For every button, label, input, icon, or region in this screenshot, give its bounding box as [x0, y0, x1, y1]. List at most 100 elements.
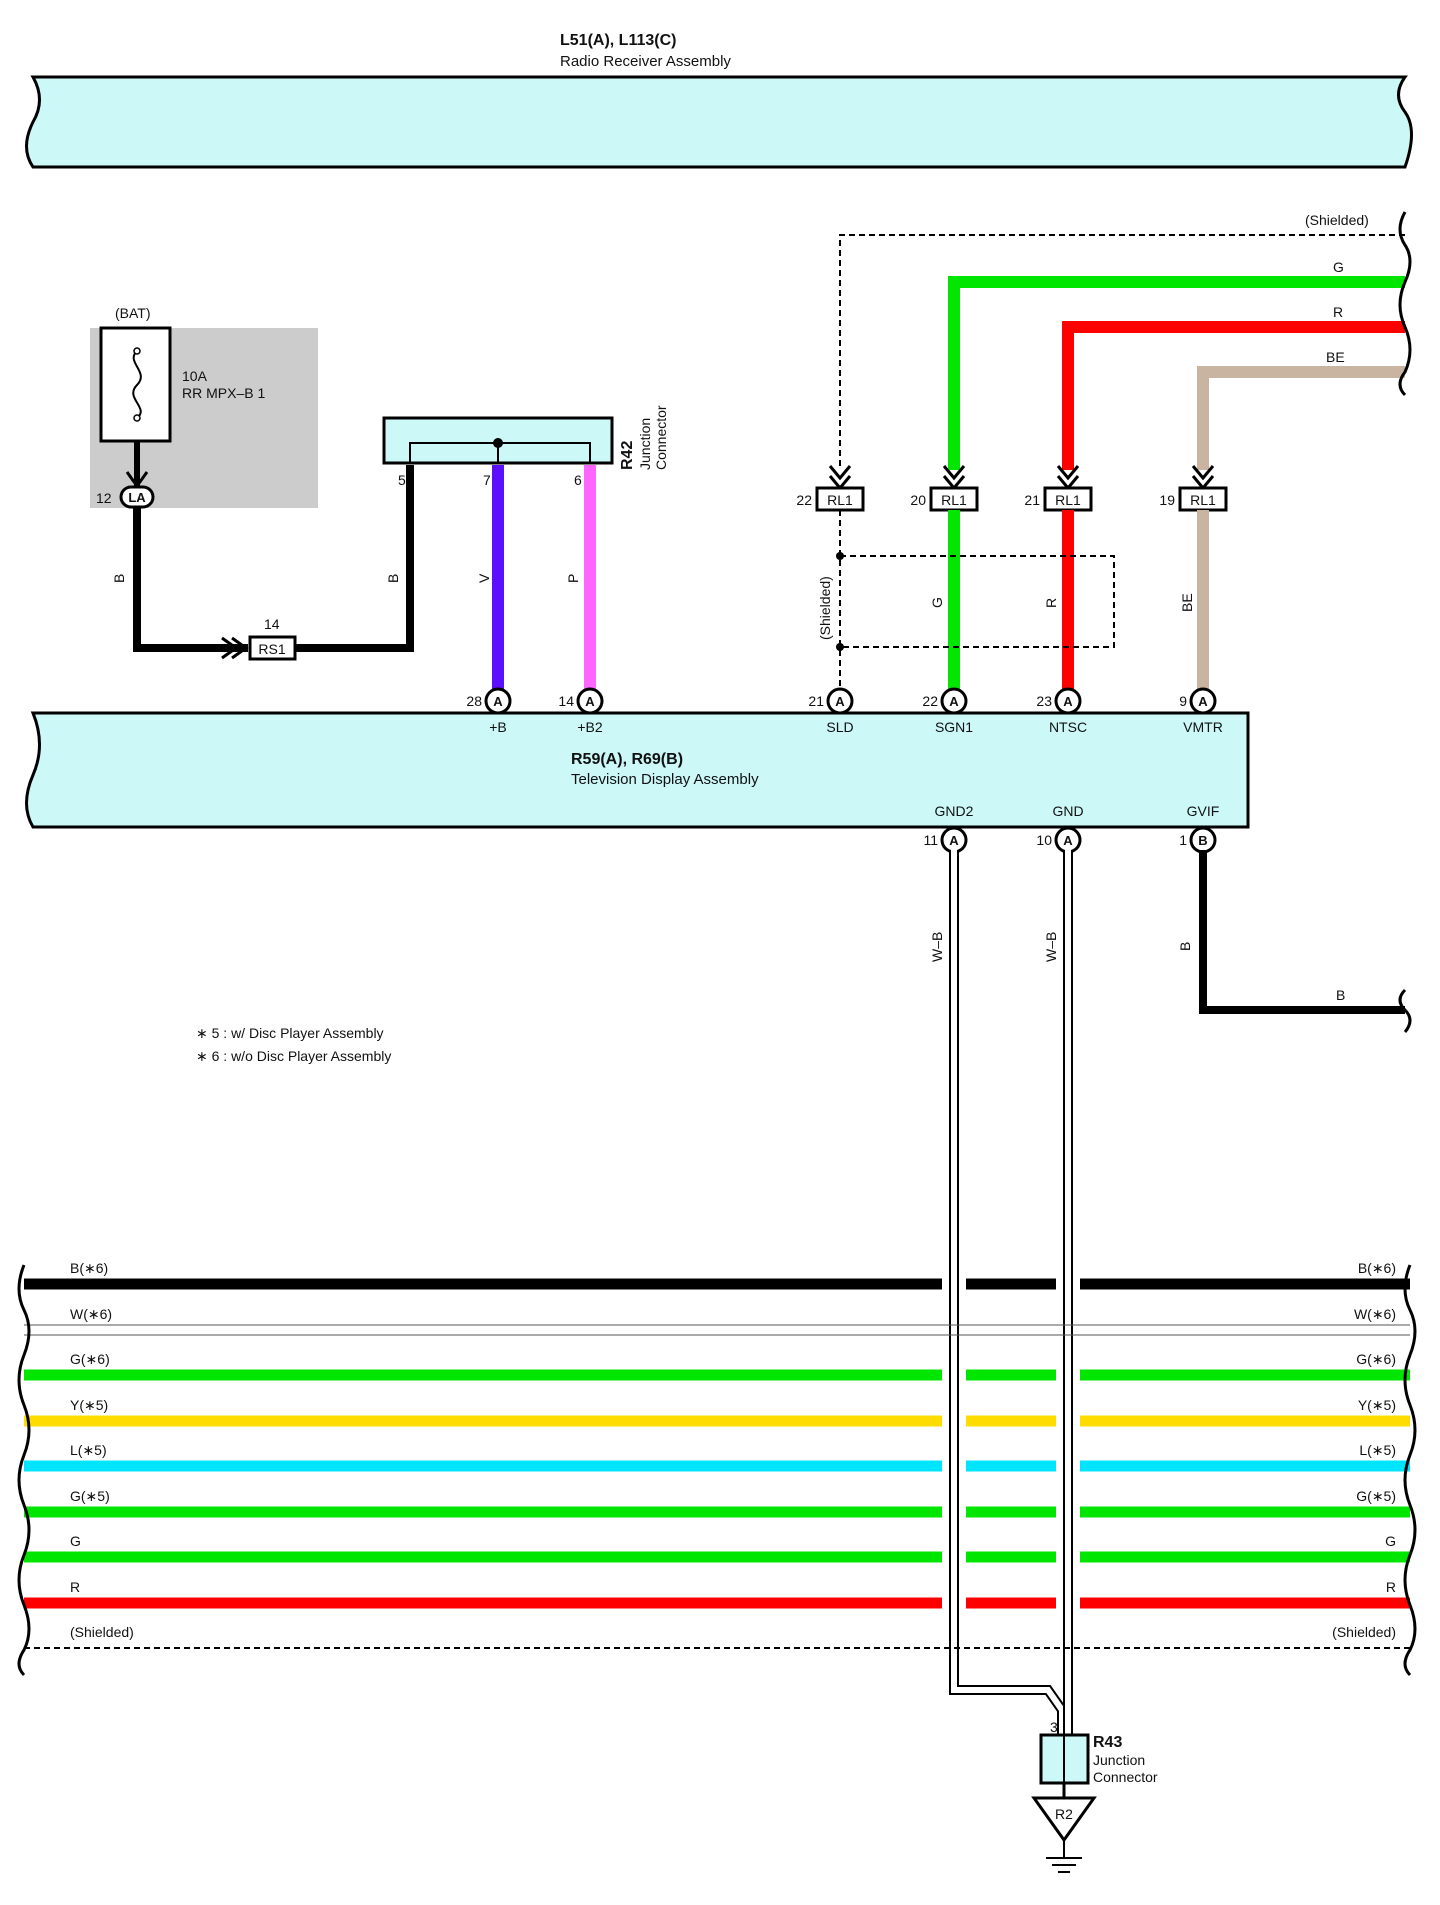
bus-wire-label-left: G(∗5): [70, 1488, 110, 1504]
r42-pin-7: 7: [483, 472, 491, 488]
rs1-arrow-icon: [221, 636, 249, 660]
fuse-icon: [132, 350, 142, 419]
rl1-connector-label: RL1: [1055, 492, 1081, 508]
bus-wire-label-right: W(∗6): [1354, 1306, 1396, 1322]
la-pin-number: 12: [96, 490, 112, 506]
r42-code: R42: [619, 441, 636, 470]
break-mark-bus-left: [17, 1264, 31, 1677]
wire-wb-gnd2-label: W–B: [929, 932, 945, 962]
r43-line2: Connector: [1093, 1769, 1158, 1785]
rl1-connector: RL1 21: [1024, 465, 1093, 512]
tv-top-pin-number: 28: [466, 693, 482, 709]
wire-p-label: P: [565, 574, 581, 583]
bus-wire: G(∗6) G(∗6): [24, 1351, 1410, 1381]
break-mark-gvif: [1398, 988, 1412, 1033]
wire-be-top: [1197, 366, 1405, 470]
r43-code: R43: [1093, 1734, 1122, 1751]
rl1-connector: RL1 20: [910, 465, 979, 512]
tv-top-pin-connector: A: [493, 694, 503, 709]
shielded-label-top: (Shielded): [1305, 212, 1369, 228]
wire-b-gvif-right-label: B: [1336, 987, 1345, 1003]
tv-name: Television Display Assembly: [571, 771, 759, 788]
bus-wire-label-left: W(∗6): [70, 1306, 112, 1322]
tv-bottom-pin-connector: A: [1063, 833, 1073, 848]
r42-line2: Connector: [653, 405, 669, 470]
bus-wire-label-right: G(∗6): [1356, 1351, 1396, 1367]
note-5: ∗ 5 : w/ Disc Player Assembly: [196, 1025, 384, 1041]
tv-top-pin-number: 9: [1179, 693, 1187, 709]
radio-name: Radio Receiver Assembly: [560, 53, 731, 70]
tv-bottom-pin-number: 11: [923, 832, 938, 848]
bus-wire: G(∗5)G(∗5): [24, 1488, 1410, 1518]
bus-wire-label-right: R: [1386, 1579, 1396, 1595]
wire-b-label-1: B: [111, 574, 127, 583]
note-6: ∗ 6 : w/o Disc Player Assembly: [196, 1048, 391, 1064]
wire-b-gvif: [1199, 850, 1405, 1014]
bus-wire-label-left: G(∗6): [70, 1351, 110, 1367]
tv-top-pin-connector: A: [949, 694, 959, 709]
tv-top-pin-connector: A: [1063, 694, 1073, 709]
radio-code: L51(A), L113(C): [560, 32, 676, 49]
wire-g-top: [948, 276, 1405, 470]
rl1-connector-label: RL1: [827, 492, 853, 508]
wire-g-top-label: G: [1333, 259, 1344, 275]
wire-b-label-2: B: [385, 574, 401, 583]
wire-g-mid-label: G: [929, 597, 945, 608]
tv-top-pin-number: 22: [922, 693, 938, 709]
wire-be-top-label: BE: [1326, 349, 1345, 365]
tv-assembly-box: [25, 711, 1250, 829]
rs1-connector-label: RS1: [258, 641, 285, 657]
bus-wire: Y(∗5) Y(∗5): [24, 1397, 1410, 1427]
bus-wire-label-right: G: [1385, 1533, 1396, 1549]
r42-pin-5: 5: [398, 472, 406, 488]
wire-bus: B(∗6)B(∗6)W(∗6)W(∗6)G(∗6)G(∗6)Y(∗5)Y(∗5)…: [24, 1260, 1410, 1649]
rl1-pin-number: 22: [796, 492, 812, 508]
wire-r-mid-label: R: [1043, 598, 1059, 608]
tv-top-terminal-name: +B: [489, 719, 507, 735]
ground-label: R2: [1055, 1806, 1073, 1822]
rl1-connector: RL1 22: [796, 465, 865, 512]
break-mark-bus-right: [1403, 1264, 1417, 1677]
fuse-box: [99, 326, 172, 443]
bus-wire-label-left: B(∗6): [70, 1260, 108, 1276]
wire-r-top-label: R: [1333, 304, 1343, 320]
tv-bottom-pin-connector: A: [949, 833, 959, 848]
rl1-pin-number: 20: [910, 492, 926, 508]
tv-top-pin: A14+B2: [558, 687, 604, 735]
wire-shielded-top: [839, 234, 1405, 470]
tv-top-pin-connector: A: [585, 694, 595, 709]
wire-be-mid-label: BE: [1179, 593, 1195, 612]
bus-wire: (Shielded)(Shielded): [24, 1624, 1410, 1649]
bus-wire-label-right: L(∗5): [1359, 1442, 1396, 1458]
tv-bottom-pin: A 11 GND2: [923, 803, 974, 854]
tv-top-pin-number: 21: [808, 693, 824, 709]
rl1-connector-label: RL1: [941, 492, 967, 508]
rl1-pin-number: 21: [1024, 492, 1040, 508]
bus-wire: B(∗6) B(∗6): [24, 1260, 1410, 1290]
bus-wire-label-right: Y(∗5): [1358, 1397, 1396, 1413]
tv-top-pin: A 28 +B: [466, 687, 512, 735]
r42-pin-6: 6: [574, 472, 582, 488]
shield-box: [839, 555, 1115, 648]
bus-wire-label-right: B(∗6): [1358, 1260, 1396, 1276]
fuse-rating: 10A: [182, 368, 208, 384]
tv-top-pin-connector: A: [1198, 694, 1208, 709]
tv-bottom-terminal-name: GND2: [935, 803, 974, 819]
fuse-name: RR MPX–B 1: [182, 385, 265, 401]
rl1-pin-number: 19: [1159, 492, 1175, 508]
tv-top-pin-connector: A: [835, 694, 845, 709]
la-connector-label: LA: [128, 490, 146, 505]
bus-wire-label-left: G: [70, 1533, 81, 1549]
wire-wb-gnd2: [949, 850, 1067, 1735]
tv-bottom-pin-number: 1: [1179, 832, 1187, 848]
wire-v-label: V: [476, 573, 492, 583]
bus-wire-label-left: Y(∗5): [70, 1397, 108, 1413]
ground-icon: [1031, 1796, 1097, 1843]
